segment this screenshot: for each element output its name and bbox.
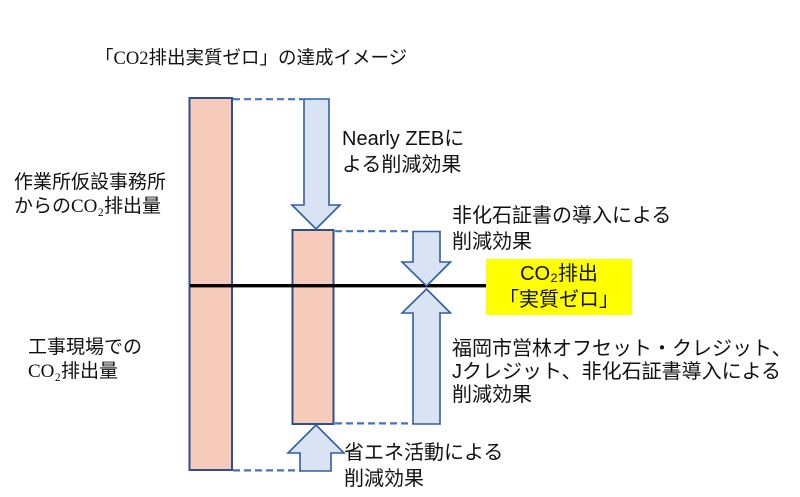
fukuoka-credits-label: 福岡市営林オフセット・クレジット、 Jクレジット、非化石証書導入による 削減効果 [452,338,792,406]
reduced-emission-bar [291,229,335,425]
zero-baseline [190,284,486,288]
non-fossil-certificate-label: 非化石証書の導入による 削減効果 [452,205,672,253]
page-title: 「CO2排出実質ゼロ」の達成イメージ [95,49,408,69]
non-fossil-reduction-arrow [400,230,453,288]
fukuoka-credit-reduction-arrow [400,287,453,425]
energy-saving-label: 省エネ活動による 削減効果 [344,442,504,490]
nearly-zeb-label: Nearly ZEBに よる削減効果 [342,128,465,176]
office-emissions-label: 作業所仮設事務所 からのCO₂排出量 [14,172,167,217]
nearly-zeb-reduction-arrow [290,98,342,231]
site-emissions-label: 工事現場での CO₂排出量 [28,337,143,382]
net-zero-highlight-box: CO₂排出 「実質ゼロ」 [486,259,632,315]
energy-saving-reduction-arrow [286,423,346,472]
